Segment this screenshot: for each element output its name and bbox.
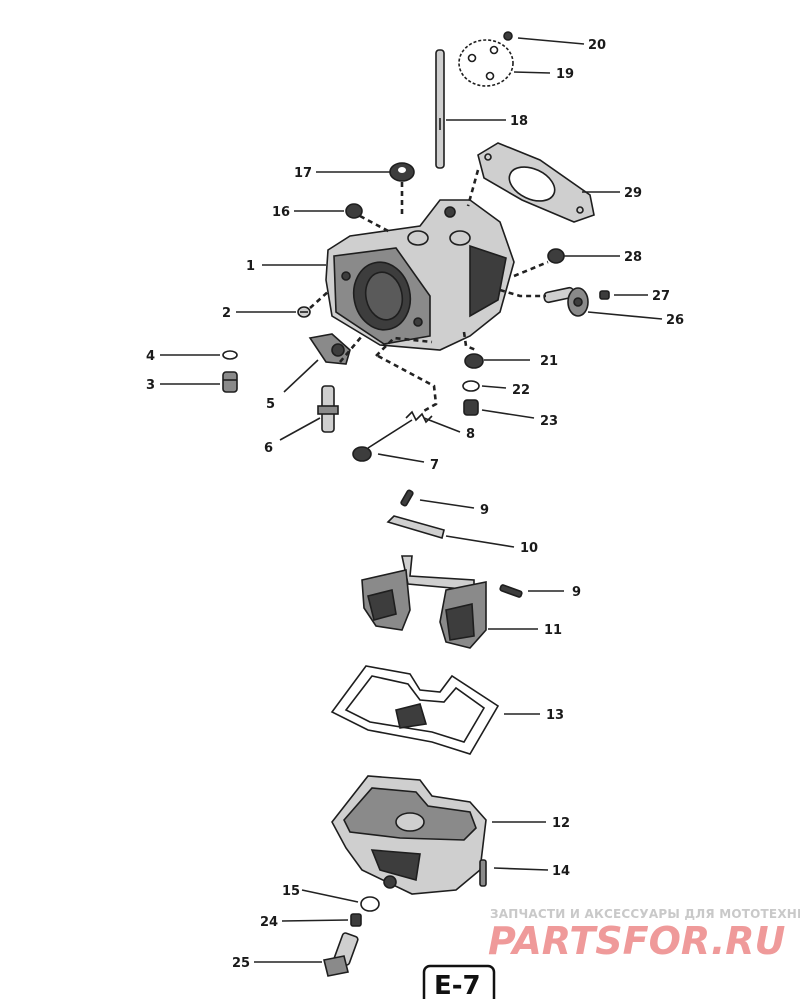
part-15-drain-plug [323, 932, 359, 977]
callout-20: 18 [510, 114, 528, 129]
part-5-valve-assembly [308, 333, 351, 365]
watermark-brand: PARTSFOR.RU [488, 919, 786, 963]
part-23-seal [464, 353, 484, 369]
part-3-fitting [222, 371, 238, 393]
part-9-pin-upper [400, 489, 414, 507]
part-24-washer [462, 380, 480, 392]
callout-labels: 20 19 18 29 17 16 28 1 2 27 26 4 3 5 6 2… [146, 38, 684, 971]
page-code-box: E-7 [422, 964, 496, 1004]
part-26-lever-assembly [543, 286, 589, 317]
part-7-adjusting-needle [352, 419, 413, 462]
callout-18: 16 [272, 205, 290, 220]
callout-4: 4 [146, 349, 155, 364]
watermark-tagline: ЗАПЧАСТИ И АКСЕССУАРЫ ДЛЯ МОТОТЕХНИКИ [490, 907, 800, 921]
part-11-float [361, 555, 487, 649]
callout-24: 22 [512, 383, 530, 398]
callout-25: 23 [540, 414, 558, 429]
part-17-o-ring [360, 896, 380, 912]
part-2-screw [297, 306, 311, 318]
part-13-bowl-gasket [330, 665, 500, 755]
assembly-lines [309, 169, 549, 414]
callout-28: 28 [624, 250, 642, 265]
callout-23: 21 [540, 354, 558, 369]
callout-29: 29 [624, 186, 642, 201]
part-22-screw [503, 31, 513, 41]
callout-2: 2 [222, 306, 231, 321]
callout-7: 7 [430, 458, 439, 473]
callout-14: 14 [552, 864, 570, 879]
part-28-plug [547, 248, 565, 264]
callout-9-right: 9 [572, 585, 581, 600]
part-16-jet [350, 913, 362, 927]
part-20-shaft [435, 49, 445, 169]
part-19-seal [389, 162, 415, 182]
page-code: E-7 [434, 971, 481, 999]
callout-9-upper: 9 [480, 503, 489, 518]
part-29-gasket [477, 142, 595, 223]
part-25-spring [463, 399, 479, 416]
callout-16: 24 [260, 915, 278, 930]
callout-12: 12 [552, 816, 570, 831]
callout-6: 6 [264, 441, 273, 456]
part-21-cover-plate [458, 39, 514, 87]
callout-17: 15 [282, 884, 300, 899]
part-9-pin-right [499, 584, 523, 598]
callout-19: 17 [294, 166, 312, 181]
part-4-washer [222, 350, 238, 360]
part-10-float-lever [386, 515, 445, 540]
part-6-jet-holder [317, 385, 339, 433]
callout-11: 11 [544, 623, 562, 638]
leader-lines [160, 37, 663, 963]
callout-15: 25 [232, 956, 250, 971]
part-1-carburetor-body [325, 199, 515, 351]
callout-27: 27 [652, 289, 670, 304]
callout-21: 19 [556, 67, 574, 82]
watermark: ЗАПЧАСТИ И АКСЕССУАРЫ ДЛЯ МОТОТЕХНИКИ PA… [488, 907, 800, 963]
part-27-screw [599, 290, 610, 300]
part-12-float-bowl [331, 775, 487, 895]
part-14-screw [479, 859, 487, 887]
callout-26: 26 [666, 313, 684, 328]
callout-8: 8 [466, 427, 475, 442]
callout-10: 10 [520, 541, 538, 556]
callout-22: 20 [588, 38, 606, 53]
part-18-seal [345, 203, 363, 219]
callout-5: 5 [266, 397, 275, 412]
callout-13: 13 [546, 708, 564, 723]
callout-3: 3 [146, 378, 155, 393]
callout-1: 1 [246, 259, 255, 274]
part-8-spring [405, 410, 433, 424]
